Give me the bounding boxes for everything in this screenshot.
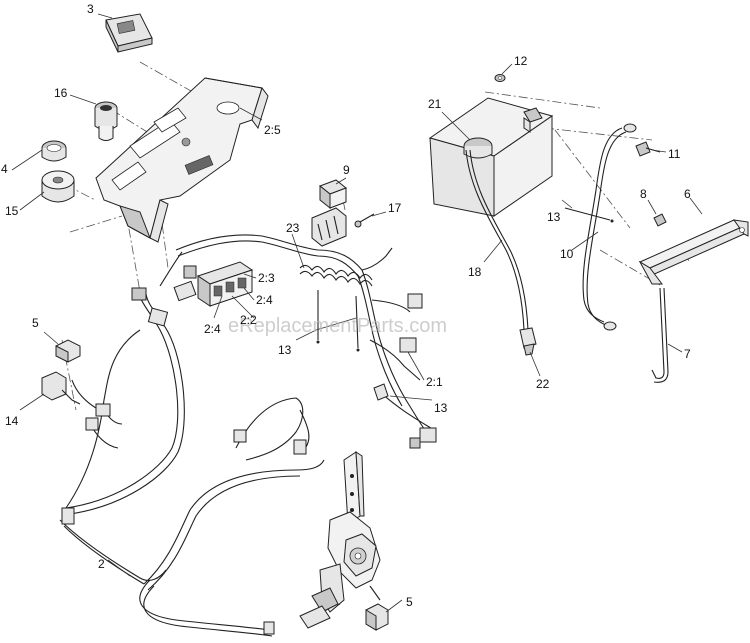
callout-12[interactable]: 12 xyxy=(514,54,528,68)
callout-15[interactable]: 15 xyxy=(5,204,19,218)
callout-9[interactable]: 9 xyxy=(343,163,350,177)
part-14-seat-switch[interactable] xyxy=(41,371,81,405)
callout-16[interactable]: 16 xyxy=(54,86,68,100)
part-8-clip[interactable] xyxy=(653,213,667,227)
part-9-relay[interactable] xyxy=(311,179,347,247)
callout-13-harness[interactable]: 13 xyxy=(278,343,292,357)
fuse-block[interactable] xyxy=(196,261,254,307)
callout-2[interactable]: 2 xyxy=(98,557,105,571)
callout-5-lower[interactable]: 5 xyxy=(406,595,413,609)
part-21-battery[interactable] xyxy=(428,97,554,217)
callout-5-upper[interactable]: 5 xyxy=(32,316,39,330)
callout-labels: 3 16 4 15 2:5 9 17 23 2:3 2:4 2:4 2:2 13… xyxy=(1,2,691,609)
part-12-nut[interactable] xyxy=(494,74,506,82)
part-16-hour-meter[interactable] xyxy=(94,101,118,141)
callout-18[interactable]: 18 xyxy=(468,265,482,279)
callout-2-4-right[interactable]: 2:4 xyxy=(256,293,273,307)
watermark-text: eReplacementParts.com xyxy=(228,315,447,337)
callout-2-1[interactable]: 2:1 xyxy=(426,375,443,389)
part-18-cable[interactable] xyxy=(465,149,529,331)
callout-14[interactable]: 14 xyxy=(5,414,19,428)
callout-10[interactable]: 10 xyxy=(560,247,574,261)
callout-17[interactable]: 17 xyxy=(388,201,402,215)
callout-2-4-left[interactable]: 2:4 xyxy=(204,322,221,336)
part-5-switch-lower[interactable] xyxy=(365,603,389,631)
callout-2-3[interactable]: 2:3 xyxy=(258,271,275,285)
part-13-cable-ties[interactable] xyxy=(316,207,614,352)
callout-3[interactable]: 3 xyxy=(87,2,94,16)
part-10-cable[interactable] xyxy=(582,123,637,331)
callout-4[interactable]: 4 xyxy=(1,162,8,176)
callout-11[interactable]: 11 xyxy=(668,147,681,161)
part-4-key-cap[interactable] xyxy=(41,140,67,162)
control-panel[interactable] xyxy=(95,77,269,243)
harness-connectors[interactable] xyxy=(61,265,437,635)
part-22-boot[interactable] xyxy=(519,327,537,356)
part-17-screw[interactable] xyxy=(354,213,375,228)
part-3-switch-module[interactable] xyxy=(105,13,153,53)
callout-6[interactable]: 6 xyxy=(684,187,691,201)
part-6-hold-down-bracket[interactable] xyxy=(638,219,749,285)
callout-2-2[interactable]: 2:2 xyxy=(240,313,257,327)
callout-2-5[interactable]: 2:5 xyxy=(264,123,281,137)
pedal-assembly[interactable] xyxy=(299,451,381,629)
callout-8[interactable]: 8 xyxy=(640,187,647,201)
callout-22[interactable]: 22 xyxy=(536,377,550,391)
callout-13-lower[interactable]: 13 xyxy=(434,401,448,415)
callout-21[interactable]: 21 xyxy=(428,97,442,111)
part-11-bolt[interactable] xyxy=(635,141,661,157)
callout-23[interactable]: 23 xyxy=(286,221,300,235)
callout-13-battery[interactable]: 13 xyxy=(547,210,561,224)
part-2-wire-harness[interactable] xyxy=(59,234,435,637)
part-7-j-bolt[interactable] xyxy=(651,287,669,383)
part-23-spiral-wrap[interactable] xyxy=(299,264,373,287)
leader-lines xyxy=(11,13,703,613)
part-5-switch-upper[interactable] xyxy=(55,339,81,363)
callout-7[interactable]: 7 xyxy=(684,347,691,361)
part-15-ignition-switch[interactable] xyxy=(41,170,75,203)
